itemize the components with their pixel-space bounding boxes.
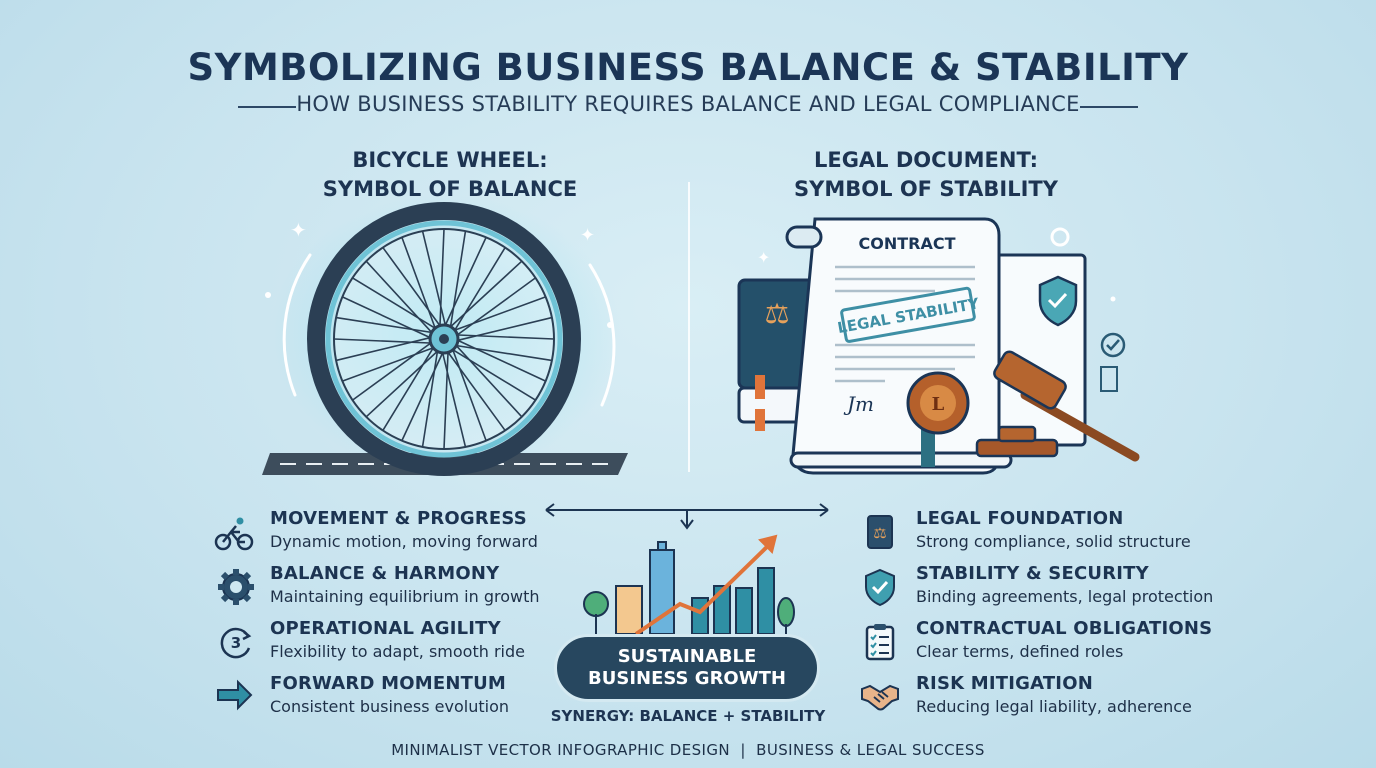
wheel-spoke — [454, 343, 523, 418]
bar — [735, 587, 753, 635]
building — [615, 585, 643, 635]
cyclist-icon — [214, 517, 254, 551]
wheel-spoke — [455, 334, 555, 340]
wheel-spoke — [382, 345, 435, 431]
growth-illustration — [545, 503, 829, 636]
feature-desc: Clear terms, defined roles — [916, 642, 1124, 661]
wheel-spoke — [421, 230, 447, 328]
page-title: SYMBOLIZING BUSINESS BALANCE & STABILITY — [187, 46, 1189, 89]
wheel-spoke — [443, 350, 449, 450]
badge-line1: SUSTAINABLE — [617, 646, 757, 667]
feature-desc: Dynamic motion, moving forward — [270, 532, 538, 551]
sustainable-growth-badge: SUSTAINABLE BUSINESS GROWTH — [554, 634, 820, 702]
wheel-spoke — [401, 237, 437, 331]
scales-icon: ⚖ — [764, 297, 789, 330]
wheel-spoke — [441, 350, 467, 448]
wheel-spoke — [333, 338, 433, 344]
wheel-spoke — [455, 338, 546, 382]
wheel-spoke — [421, 349, 439, 448]
svg-text:⚖: ⚖ — [873, 524, 886, 542]
wheel-spoke — [450, 348, 536, 401]
wheel-spoke — [365, 349, 440, 418]
right-heading-line1: LEGAL DOCUMENT: — [813, 148, 1039, 172]
bar — [691, 597, 709, 635]
check-circle-icon — [1100, 332, 1126, 358]
synergy-caption: SYNERGY: BALANCE + STABILITY — [550, 707, 826, 725]
tree-icon — [583, 591, 609, 617]
wheel-spoke — [452, 296, 546, 332]
wheel-spokes — [333, 228, 555, 450]
feature-desc: Strong compliance, solid structure — [916, 532, 1191, 551]
wheel-spoke — [382, 247, 442, 328]
feature-title: FORWARD MOMENTUM — [270, 673, 506, 694]
wheel-spoke — [342, 296, 433, 340]
wheel-tire — [307, 202, 581, 476]
wheel-spoke — [439, 228, 445, 328]
wheel-rim — [325, 220, 563, 458]
wheel-spoke — [446, 350, 506, 431]
sparkle-icon: ✦ — [290, 218, 307, 242]
arrow-right-icon — [217, 679, 253, 711]
wheel-spoke — [335, 336, 433, 362]
right-section-heading: LEGAL DOCUMENT: SYMBOL OF STABILITY — [726, 146, 1126, 204]
feature-desc: Consistent business evolution — [270, 697, 509, 716]
bar — [757, 567, 775, 635]
wheel-spoke — [451, 347, 487, 441]
wheel-spoke — [352, 277, 438, 330]
shield-check-icon — [865, 568, 895, 607]
wheel-spoke — [449, 230, 467, 329]
feature-desc: Flexibility to adapt, smooth ride — [270, 642, 525, 661]
feature-title: MOVEMENT & PROGRESS — [270, 508, 527, 529]
checklist-icon — [865, 624, 895, 661]
cycle-icon-number: 3 — [231, 634, 241, 652]
wheel-spoke — [455, 277, 536, 337]
law-book-icon: ⚖ — [867, 515, 893, 549]
seal-letter: L — [932, 394, 945, 415]
growth-arrow — [634, 540, 774, 636]
wheel-spoke — [455, 316, 553, 342]
down-arrow-icon — [680, 510, 694, 530]
handshake-icon — [861, 684, 899, 711]
wheel-spoke — [335, 316, 434, 334]
right-heading-line2: SYMBOL OF STABILITY — [794, 177, 1058, 201]
tree-icon — [777, 597, 795, 627]
svg-text:✦: ✦ — [580, 225, 595, 246]
small-gear-icon — [1050, 227, 1070, 247]
feature-title: BALANCE & HARMONY — [270, 563, 500, 584]
left-heading-line1: BICYCLE WHEEL: — [352, 148, 548, 172]
subtitle-rule-left — [238, 106, 296, 108]
wheel-spoke — [342, 346, 436, 382]
subtitle-rule-right — [1080, 106, 1138, 108]
wheel-spoke — [365, 260, 434, 335]
badge-line2: BUSINESS GROWTH — [588, 668, 786, 689]
wheel-spoke — [454, 344, 553, 362]
wheel-spoke — [401, 350, 445, 441]
wheel-spoke — [352, 341, 433, 401]
feature-title: LEGAL FOUNDATION — [916, 508, 1124, 529]
gavel-icon — [975, 350, 1140, 462]
footer-caption: MINIMALIST VECTOR INFOGRAPHIC DESIGN | B… — [391, 741, 985, 759]
feature-title: RISK MITIGATION — [916, 673, 1093, 694]
wheel-spoke — [453, 247, 506, 333]
page-subtitle: HOW BUSINESS STABILITY REQUIRES BALANCE … — [296, 92, 1080, 116]
feature-title: STABILITY & SECURITY — [916, 563, 1149, 584]
sparkle-icon: ✦ — [757, 248, 770, 267]
contract-label: CONTRACT — [858, 234, 955, 253]
feature-desc: Binding agreements, legal protection — [916, 587, 1214, 606]
small-list-icon — [1100, 366, 1118, 392]
signature: Jm — [843, 392, 874, 416]
legal-document-illustration: ✦ ⚖ CONTRACT LEGAL STABILITY Jm L — [737, 217, 1140, 475]
wheel-spoke — [448, 260, 523, 329]
center-divider — [688, 182, 690, 472]
cycle-arrows-icon: 3 — [220, 627, 252, 659]
feature-desc: Reducing legal liability, adherence — [916, 697, 1192, 716]
wheel-spoke — [443, 237, 487, 328]
subtitle-block: HOW BUSINESS STABILITY REQUIRES BALANCE … — [238, 92, 1138, 122]
feature-title: CONTRACTUAL OBLIGATIONS — [916, 618, 1213, 639]
feature-title: OPERATIONAL AGILITY — [270, 618, 501, 639]
feature-desc: Maintaining equilibrium in growth — [270, 587, 540, 606]
bicycle-wheel-illustration: ✦ ✦ — [262, 195, 628, 476]
gear-icon — [218, 569, 254, 605]
